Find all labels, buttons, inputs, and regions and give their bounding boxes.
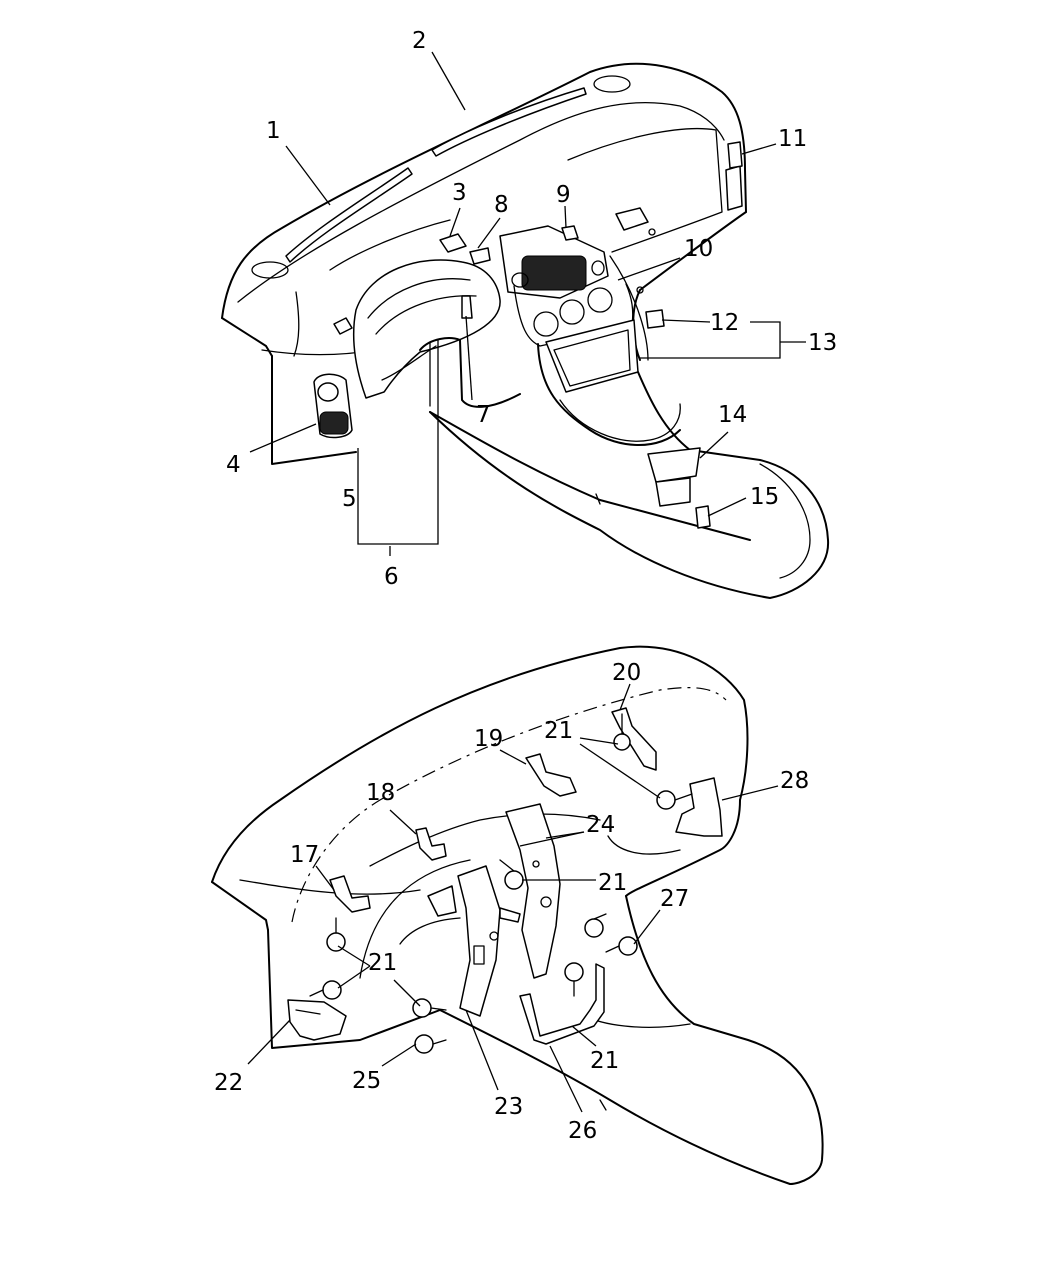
callout-23: 23 [494, 1094, 523, 1120]
callout-19: 19 [474, 726, 503, 752]
callout-18: 18 [366, 780, 395, 806]
callout-3: 3 [452, 180, 467, 206]
upper-callout-labels: 1 2 3 4 5 6 7 8 9 10 11 12 13 14 15 [226, 28, 837, 590]
callout-26: 26 [568, 1118, 597, 1144]
callout-5: 5 [342, 486, 357, 512]
callout-15: 15 [750, 484, 779, 510]
callout-13: 13 [808, 330, 837, 356]
bolt-group [309, 713, 693, 1054]
callout-9: 9 [556, 182, 571, 208]
callout-21-b: 21 [598, 870, 627, 896]
callout-10: 10 [684, 236, 713, 262]
callout-14: 14 [718, 402, 747, 428]
callout-21-a: 21 [544, 718, 573, 744]
callout-7: 7 [476, 402, 491, 428]
upper-instrument-panel [221, 51, 830, 599]
callout-11: 11 [778, 126, 807, 152]
lower-callout-labels: 17 18 19 20 21 21 21 21 21 22 23 24 25 2… [214, 660, 809, 1144]
callout-27: 27 [660, 886, 689, 912]
callout-21-d: 21 [590, 1048, 619, 1074]
callout-8: 8 [494, 192, 509, 218]
lower-support-brackets [211, 645, 824, 1185]
callout-28: 28 [780, 768, 809, 794]
callout-12: 12 [710, 310, 739, 336]
callout-20: 20 [612, 660, 641, 686]
callout-22: 22 [214, 1070, 243, 1096]
callout-1: 1 [266, 118, 281, 144]
callout-24: 24 [586, 812, 615, 838]
callout-4: 4 [226, 452, 241, 478]
callout-17: 17 [290, 842, 319, 868]
callout-21-c: 21 [368, 950, 397, 976]
callout-25: 25 [352, 1068, 381, 1094]
callout-6: 6 [384, 564, 399, 590]
callout-2: 2 [412, 28, 427, 54]
